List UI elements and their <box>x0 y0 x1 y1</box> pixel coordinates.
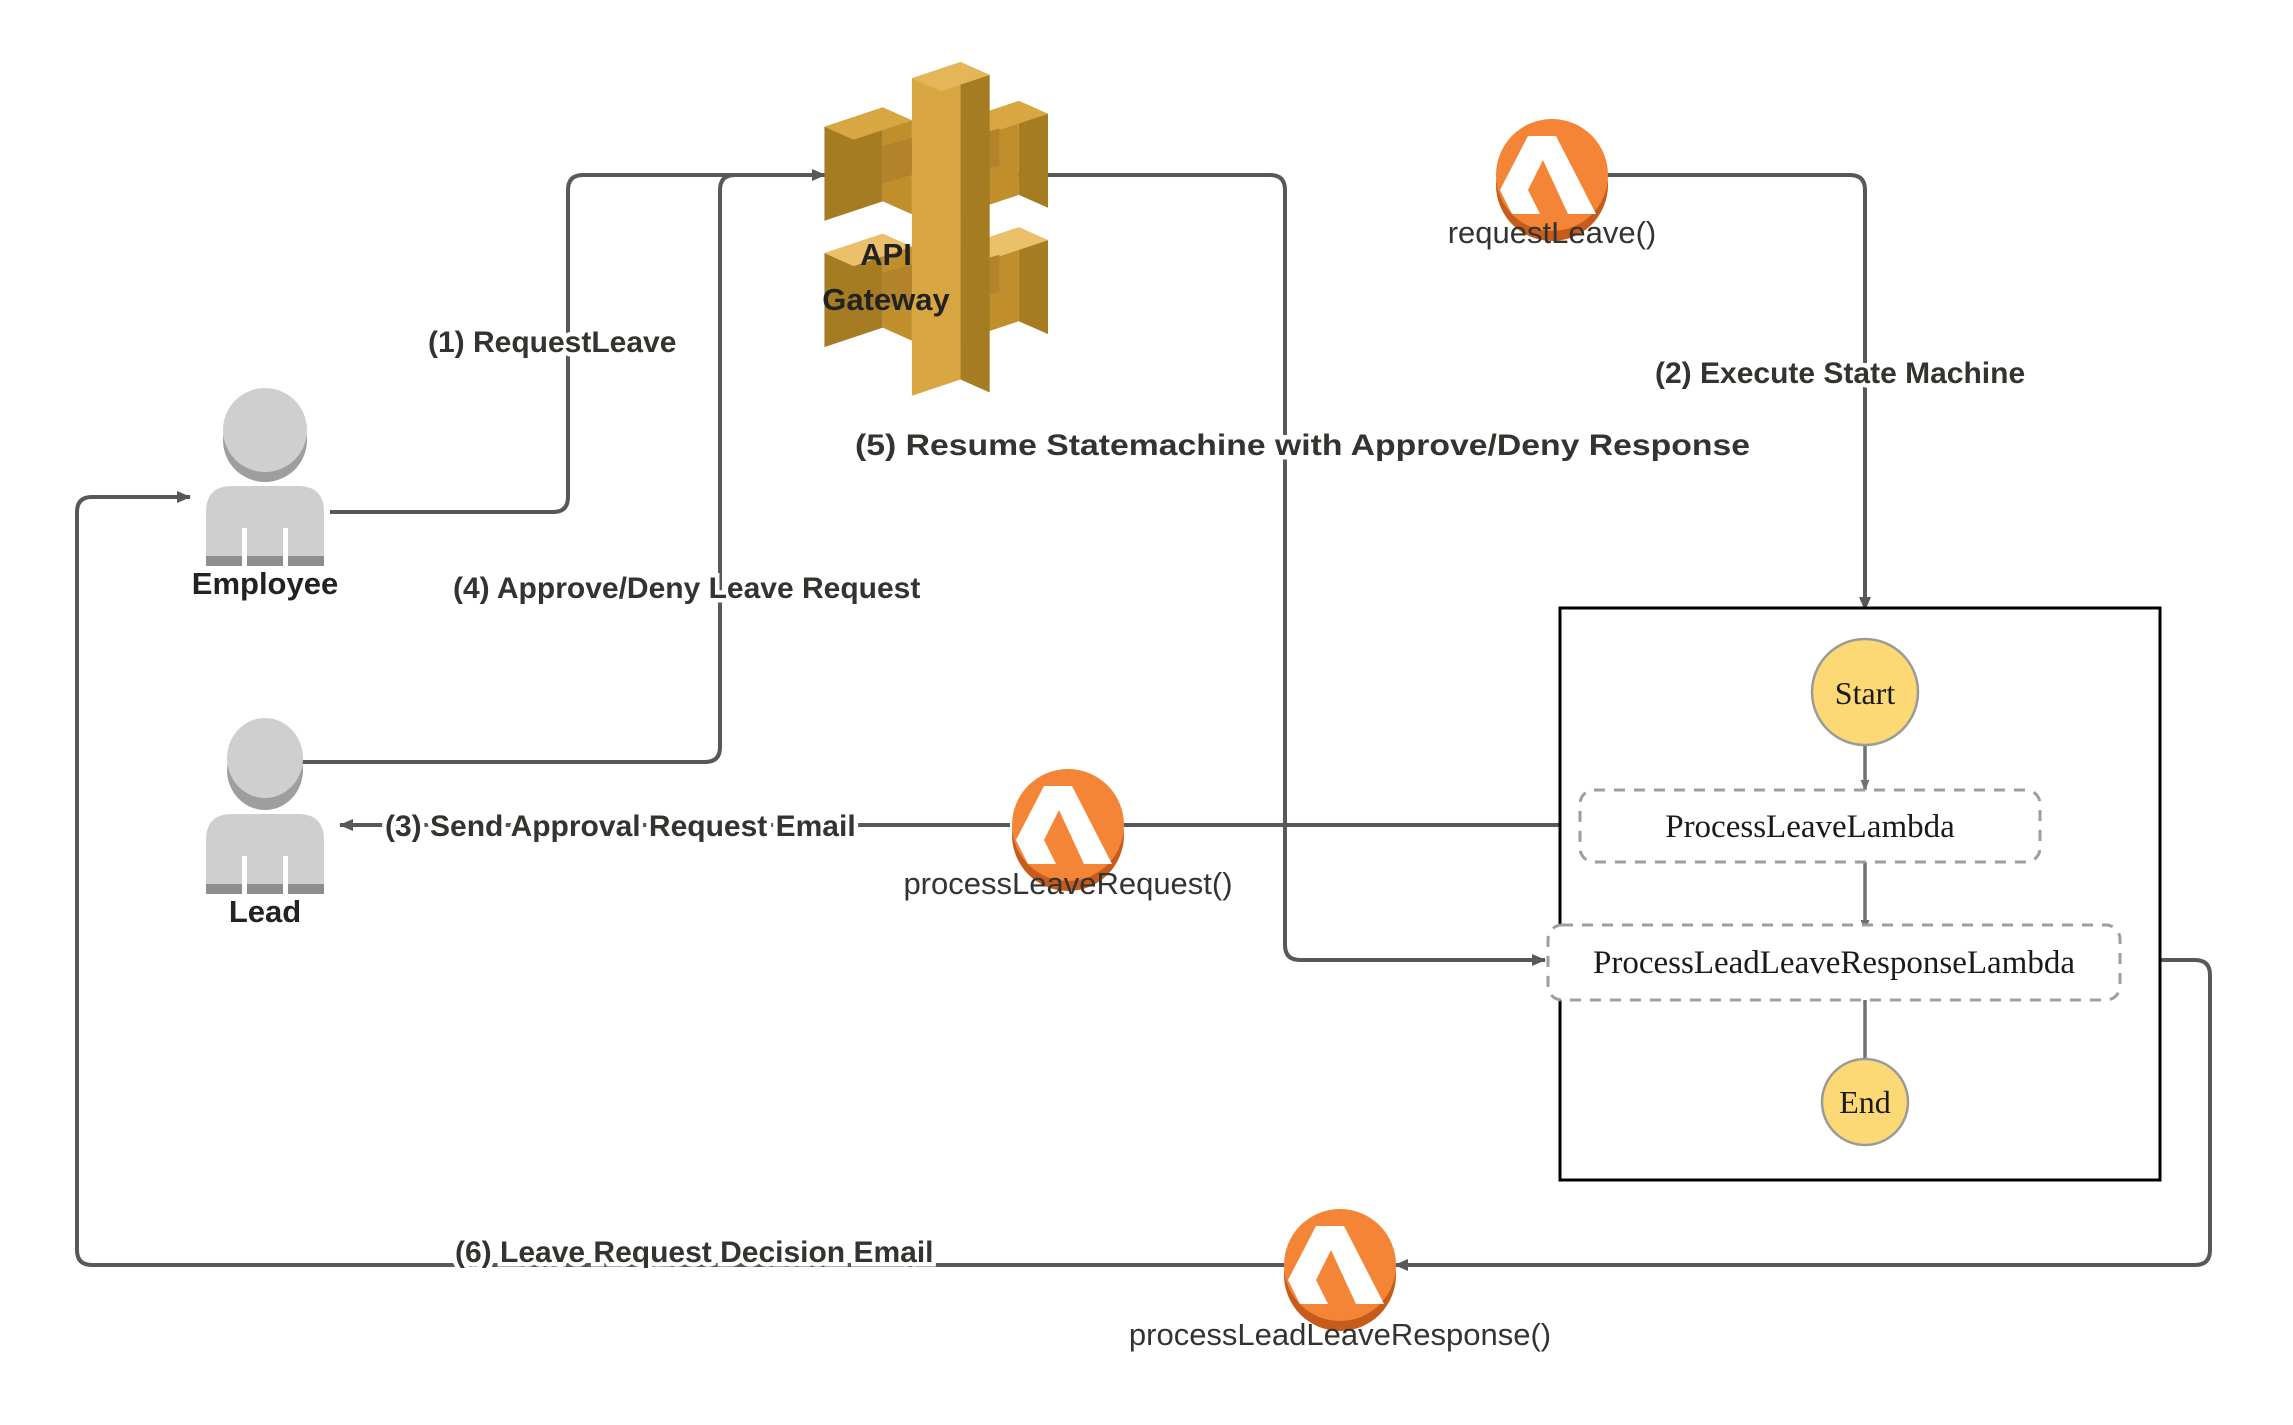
lambda-label-process-lead-leave-response: processLeadLeaveResponse() <box>1129 1317 1551 1352</box>
flow-label-4: (4) Approve/Deny Leave Request <box>449 568 925 610</box>
state-step-process-leave-lambda: ProcessLeaveLambda <box>1578 788 2042 864</box>
svg-text:(4) Approve/Deny Leave Request: (4) Approve/Deny Leave Request <box>453 572 920 605</box>
person-icon-employee <box>206 388 324 566</box>
flow-label-1: (1) RequestLeave <box>424 322 681 364</box>
flow-label-6: (6) Leave Request Decision Email <box>451 1232 939 1274</box>
svg-text:(1) RequestLeave: (1) RequestLeave <box>428 326 676 359</box>
state-step-label-0: ProcessLeaveLambda <box>1665 809 1955 845</box>
connector-flow-6 <box>75 491 2212 1271</box>
svg-text:(2) Execute State Machine: (2) Execute State Machine <box>1655 357 2025 390</box>
person-icon-lead <box>206 718 324 894</box>
svg-text:(3) Send Approval Request Emai: (3) Send Approval Request Email <box>385 810 856 843</box>
lambda-label-process-leave-request: processLeaveRequest() <box>903 866 1232 901</box>
lambda-label-request-leave: requestLeave() <box>1448 215 1657 250</box>
lead-label: Lead <box>229 894 301 929</box>
lambda-icon-process-leave-request <box>1012 769 1124 891</box>
svg-text:(5) Resume Statemachine with A: (5) Resume Statemachine with Approve/Den… <box>855 429 1750 462</box>
flow-label-2: (2) Execute State Machine <box>1651 353 2030 395</box>
state-start-node: Start <box>1810 637 1920 747</box>
svg-text:(6) Leave Request Decision Ema: (6) Leave Request Decision Email <box>455 1236 934 1269</box>
flow-label-5: (5) Resume Statemachine with Approve/Den… <box>851 425 1755 467</box>
state-end-label: End <box>1839 1084 1891 1120</box>
flow-label-3: (3) Send Approval Request Email <box>381 806 861 848</box>
employee-label: Employee <box>192 566 338 601</box>
connector-flow-5 <box>965 173 1546 966</box>
state-step-process-lead-leave-response-lambda: ProcessLeadLeaveResponseLambda <box>1546 923 2122 1002</box>
lambda-icon-request-leave <box>1496 119 1608 241</box>
api-gateway-label-line2: Gateway <box>822 282 950 317</box>
api-gateway-icon <box>824 62 1048 396</box>
state-end-node: End <box>1820 1057 1910 1147</box>
connector-flow-2 <box>1605 173 1871 611</box>
state-start-label: Start <box>1835 675 1896 711</box>
connector-flow-1 <box>330 169 826 514</box>
state-step-label-1: ProcessLeadLeaveResponseLambda <box>1593 945 2075 981</box>
api-gateway-label-line1: API <box>860 237 912 272</box>
connector-flow-4 <box>295 173 830 764</box>
lambda-icon-process-lead-leave-response <box>1284 1209 1396 1331</box>
